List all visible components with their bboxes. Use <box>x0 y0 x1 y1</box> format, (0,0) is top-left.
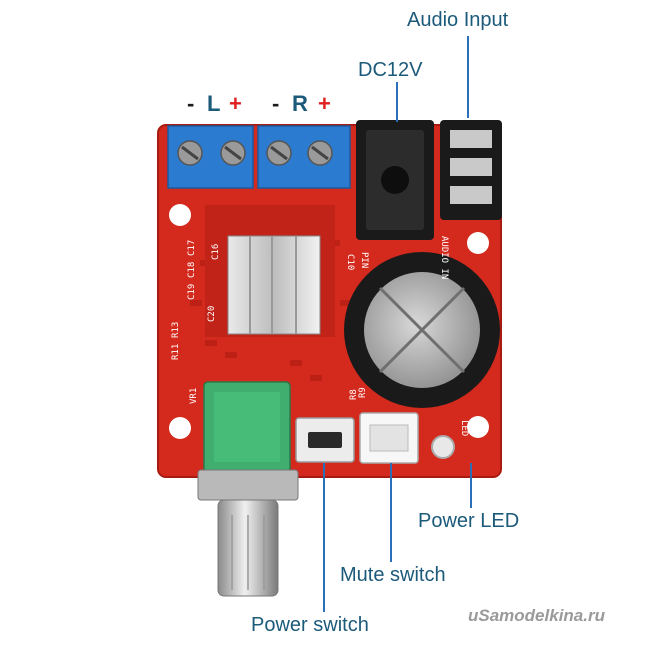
silk-c20: C20 <box>207 306 217 322</box>
mounting-hole <box>467 416 489 438</box>
polarity-left-minus: - <box>187 91 195 116</box>
silkscreen: AUDIO IN PIN LED VR1 R8 R9 C10 C16 C17 C… <box>171 236 469 436</box>
mute-switch-connector <box>359 412 419 464</box>
mounting-hole <box>169 204 191 226</box>
silk-c16: C16 <box>211 244 221 260</box>
polarity-right-plus: + <box>318 91 331 116</box>
speaker-terminal-right <box>257 125 351 189</box>
silk-c19: C19 <box>187 284 197 300</box>
label-audio-input: Audio Input <box>407 9 509 31</box>
mounting-hole <box>169 417 191 439</box>
volume-potentiometer <box>197 381 299 597</box>
speaker-terminal-left <box>167 125 254 189</box>
label-mute-switch: Mute switch <box>340 564 446 586</box>
audio-jack <box>440 120 502 220</box>
silk-led: LED <box>459 420 469 436</box>
silk-c18: C18 <box>187 262 197 278</box>
silk-vr1: VR1 <box>189 388 199 404</box>
power-led <box>431 435 455 459</box>
heatsink <box>205 205 335 337</box>
silk-r8: R8 <box>349 389 359 400</box>
silk-r11: R11 <box>171 344 181 360</box>
polarity-right-letter: R <box>292 91 308 116</box>
electrolytic-capacitor <box>344 252 500 408</box>
label-power-led: Power LED <box>418 510 520 532</box>
silk-r13: R13 <box>171 322 181 338</box>
label-power-switch: Power switch <box>251 614 369 636</box>
silk-c17: C17 <box>187 240 197 256</box>
silk-pin: PIN <box>359 252 369 268</box>
polarity-left-plus: + <box>229 91 242 116</box>
polarity-right-minus: - <box>272 91 280 116</box>
silk-audio-in: AUDIO IN <box>439 236 449 279</box>
callout-lines <box>323 36 472 612</box>
watermark: uSamodelkina.ru <box>468 606 605 625</box>
mounting-hole <box>467 232 489 254</box>
silk-r9: R9 <box>358 387 368 398</box>
label-dc12v: DC12V <box>358 59 423 81</box>
silk-c10: C10 <box>345 254 355 270</box>
power-switch-header <box>295 417 355 463</box>
dc-jack <box>356 120 434 240</box>
polarity-left-letter: L <box>207 91 221 116</box>
